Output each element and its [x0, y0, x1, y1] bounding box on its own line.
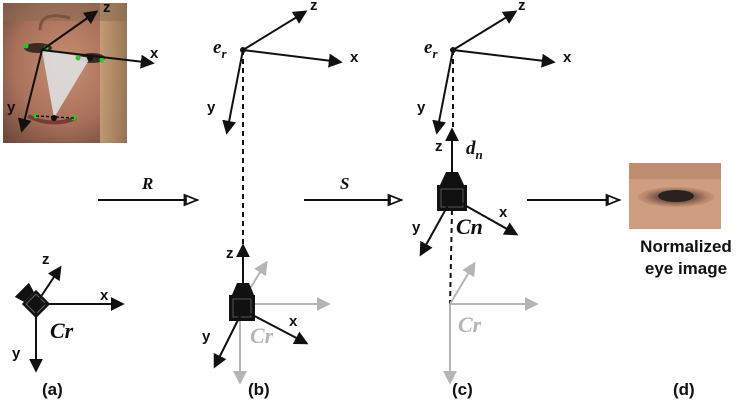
camera-cn-y-label: y	[412, 219, 421, 236]
eye-c-lower-gaze-line	[449, 209, 453, 307]
camera-cn-label: Cn	[456, 214, 483, 239]
camera-cn-icon	[437, 172, 467, 211]
eye-b-label: er	[213, 37, 227, 61]
camera-cn-axes	[419, 127, 519, 257]
ghost-camera-c-label: Cr	[458, 312, 482, 337]
head-axes	[17, 10, 155, 133]
camera-b-axes	[213, 243, 309, 369]
eye-b-z-label: z	[310, 0, 318, 14]
eye-b-x-label: x	[350, 49, 359, 66]
camera-a-label: Cr	[50, 318, 74, 343]
eye-c-y-label: y	[417, 99, 426, 116]
camera-cn-x-label: x	[499, 204, 508, 221]
rotation-label: R	[141, 174, 153, 193]
eye-c-axes	[432, 10, 556, 135]
ghost-camera-c-axes	[443, 261, 539, 385]
camera-b-z-label: z	[226, 245, 234, 262]
eye-c-z-label: z	[518, 0, 526, 14]
camera-a-x-label: x	[100, 287, 109, 304]
caption-b: (b)	[248, 380, 270, 399]
eye-c-x-label: x	[563, 49, 572, 66]
caption-d: (d)	[673, 380, 695, 399]
ghost-camera-b-label: Cr	[250, 323, 274, 348]
camera-cr-axes	[29, 265, 125, 373]
eye-c-label: er	[424, 37, 438, 61]
head-x-label: x	[150, 45, 159, 62]
output-label-line1: Normalized	[640, 237, 732, 256]
normalized-eye-image	[629, 163, 721, 229]
eye-b-y-label: y	[207, 99, 216, 116]
camera-b-y-label: y	[202, 328, 211, 345]
caption-a: (a)	[42, 380, 63, 399]
camera-b-icon	[229, 283, 255, 321]
camera-a-z-label: z	[42, 251, 50, 268]
camera-cn-z-label: z	[435, 138, 443, 155]
camera-b-x-label: x	[289, 313, 298, 330]
camera-cr-icon	[14, 282, 51, 319]
eye-b-axes	[222, 10, 343, 135]
output-label-line2: eye image	[645, 259, 727, 278]
head-z-label: z	[103, 0, 111, 16]
face-landmarks	[23, 43, 105, 121]
direction-label: dn	[466, 138, 483, 162]
caption-c: (c)	[452, 380, 473, 399]
camera-a-y-label: y	[12, 345, 21, 362]
scaling-label: S	[340, 174, 349, 193]
face-triangle	[42, 50, 90, 118]
head-y-label: y	[7, 99, 16, 116]
